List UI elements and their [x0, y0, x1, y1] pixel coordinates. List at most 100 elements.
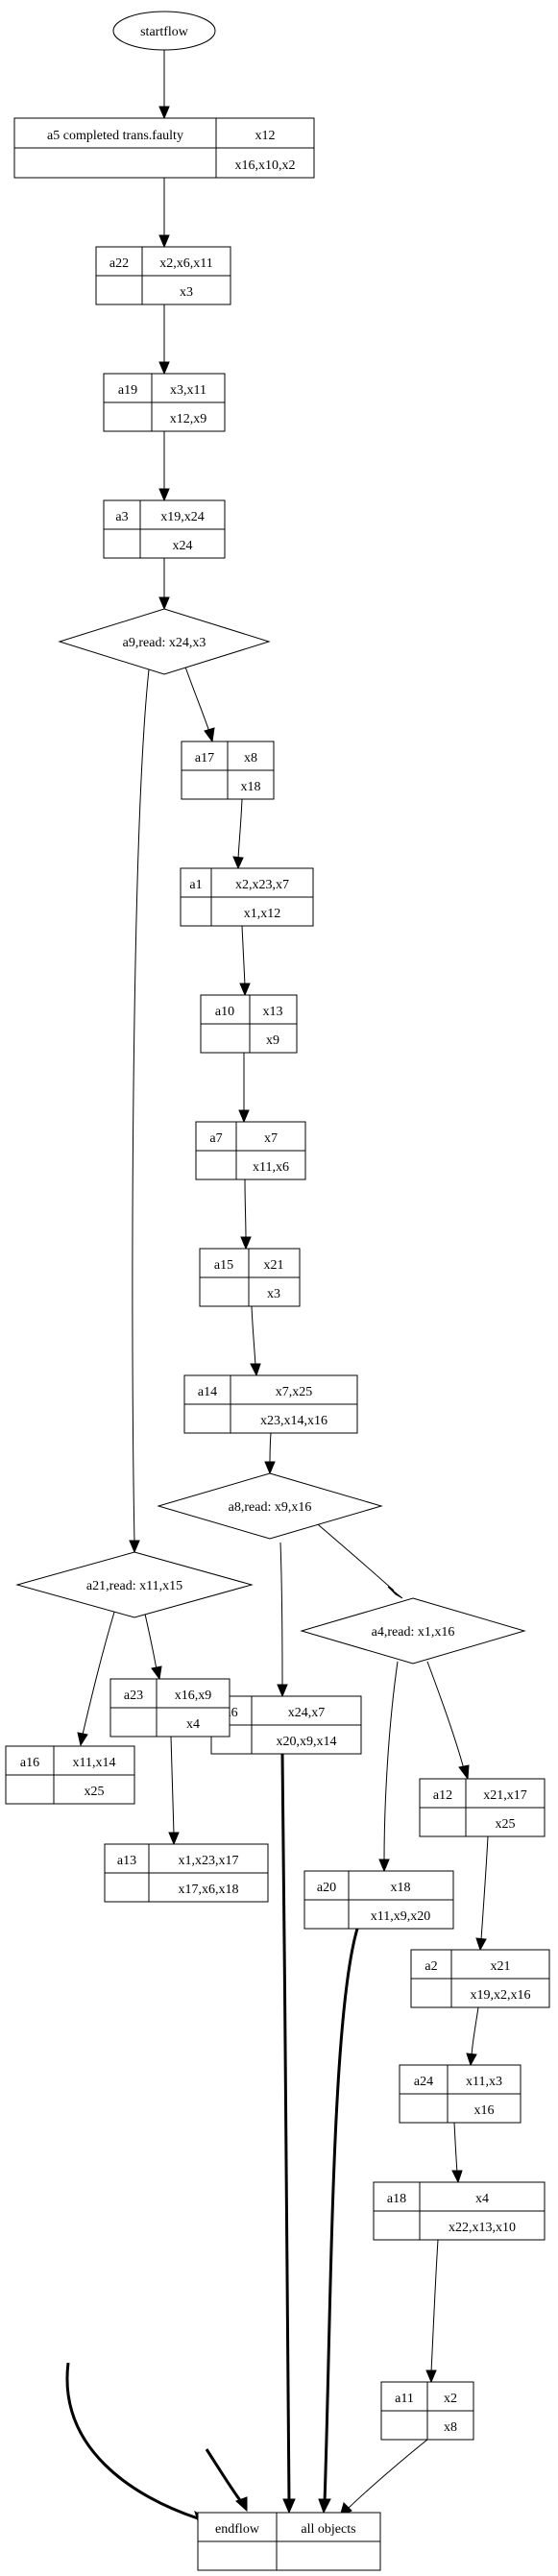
edge-a8-a4: [311, 1519, 395, 1592]
arrowhead: [458, 1764, 470, 1781]
task-writes: x18: [241, 780, 261, 794]
task-node-a7: a7 x7 x11,x6: [195, 1121, 306, 1180]
arrowhead: [277, 1684, 288, 1698]
task-node-a24: a24 x11,x3 x16: [399, 2064, 522, 2124]
task-node-a19: a19 x3,x11 x12,x9: [103, 373, 226, 432]
edge-a4-a12: [426, 1661, 465, 1770]
task-reads: x1,x23,x17: [179, 1854, 239, 1868]
task-reads: x16,x9: [175, 1689, 212, 1703]
arrowhead: [282, 2498, 296, 2515]
task-writes: x11,x6: [253, 1160, 289, 1175]
task-name: a16: [20, 1756, 39, 1770]
task-writes: x25: [85, 1785, 105, 1799]
task-name: a19: [118, 383, 137, 398]
task-name: a7: [209, 1131, 222, 1146]
task-node-a11: a11 x2 x8: [380, 2381, 474, 2441]
task-writes: x11,x9,x20: [371, 1909, 430, 1924]
arrowhead: [158, 234, 170, 249]
task-writes: x19,x2,x16: [471, 1988, 531, 2003]
edge-a24-a18: [453, 2122, 458, 2174]
edge-a16-endflow: [65, 2362, 199, 2520]
task-node-a2: a2 x21 x19,x2,x16: [410, 1949, 550, 2008]
edge-a4-a20: [383, 1661, 399, 1862]
task-node-a12: a12 x21,x17 x25: [419, 1778, 546, 1837]
task-node-a20: a20 x18 x11,x9,x20: [303, 1870, 454, 1930]
task-node-a23: a23 x16,x9 x4: [109, 1678, 230, 1738]
edge-a15-a14: [251, 1305, 256, 1367]
arrowhead: [378, 1859, 390, 1873]
task-name: a23: [124, 1689, 143, 1703]
task-name: a12: [433, 1788, 452, 1803]
task-reads: x21: [264, 1258, 284, 1273]
task-reads: x2,x6,x11: [159, 256, 212, 271]
task-reads: x8: [244, 751, 257, 766]
task-name: a20: [317, 1881, 336, 1895]
end-label: endflow: [215, 2522, 260, 2537]
task-writes: x17,x6,x18: [179, 1883, 239, 1897]
arrowhead: [425, 2369, 437, 2384]
edge-a23-a13: [170, 1736, 175, 1835]
decision-node-a9: a9,read: x24,x3: [58, 608, 271, 675]
task-name: a2: [425, 1959, 437, 1974]
arrowhead: [238, 1109, 250, 1124]
task-writes: x4: [186, 1717, 200, 1732]
task-writes: x20,x9,x14: [277, 1735, 337, 1749]
task-reads: x3,x11: [170, 383, 206, 398]
edge-a12-a2: [480, 1835, 489, 1941]
edge-a9-a17: [182, 658, 210, 733]
task-node-a15: a15 x21 x3: [199, 1248, 301, 1307]
task-node-a6: a6 x24,x7 x20,x9,x14: [210, 1695, 362, 1755]
task-writes: x16,x10,x2: [235, 158, 296, 173]
edges: [65, 50, 489, 2520]
task-writes: x22,x13,x10: [449, 2221, 516, 2235]
edge-a13-endflow: [205, 2448, 244, 2504]
task-name: a10: [215, 1005, 234, 1019]
task-name: a15: [214, 1258, 233, 1273]
arrowhead: [451, 2170, 463, 2184]
task-reads: x19,x24: [160, 510, 205, 524]
task-writes: x25: [496, 1817, 516, 1832]
task-reads: x4: [475, 2192, 489, 2206]
task-reads: x21: [491, 1959, 511, 1974]
edge-a1-a10: [241, 925, 246, 986]
arrowheads: [77, 106, 487, 2525]
task-reads: x13: [263, 1005, 283, 1019]
edge-a6-endflow: [280, 1753, 291, 2504]
arrowhead: [151, 1665, 162, 1681]
task-reads: x24,x7: [288, 1706, 326, 1720]
task-node-a3: a3 x19,x24 x24: [103, 499, 226, 559]
task-name: a5 completed trans.faulty: [47, 129, 183, 143]
arrowhead: [129, 1540, 140, 1554]
task-reads: x18: [391, 1881, 411, 1895]
edge-a8-a6: [279, 1542, 283, 1688]
task-reads: x11,x14: [73, 1756, 116, 1770]
arrowhead: [168, 1832, 180, 1846]
task-writes: x8: [444, 2420, 457, 2435]
edge-a18-a11: [430, 2239, 439, 2373]
arrowhead: [158, 488, 170, 502]
task-node-a5: a5 completed trans.faulty x12 x16,x10,x2: [13, 117, 315, 179]
task-name: a24: [414, 2075, 433, 2089]
task-name: a17: [195, 751, 214, 766]
arrowhead: [264, 1461, 276, 1475]
arrowhead: [466, 2053, 477, 2067]
end-objects-label: all objects: [301, 2522, 355, 2537]
edge-a2-a24: [471, 2006, 479, 2056]
task-reads: x7,x25: [276, 1385, 313, 1399]
arrowhead: [77, 1732, 88, 1747]
task-name: a11: [395, 2392, 414, 2406]
edge-a21-a16: [82, 1608, 116, 1736]
task-writes: x3: [180, 285, 193, 300]
task-name: a3: [115, 510, 128, 524]
edge-a9-a21: [132, 660, 151, 1543]
edge-a11-endflow: [347, 2439, 428, 2510]
decision-label: a21,read: x11,x15: [86, 1579, 182, 1593]
task-writes: x1,x12: [244, 907, 281, 921]
task-reads: x12: [255, 129, 276, 143]
task-writes: x9: [266, 1033, 279, 1048]
task-name: a22: [109, 256, 129, 271]
arrowhead: [240, 1236, 252, 1251]
task-reads: x7: [264, 1131, 278, 1146]
arrowhead: [158, 361, 170, 376]
